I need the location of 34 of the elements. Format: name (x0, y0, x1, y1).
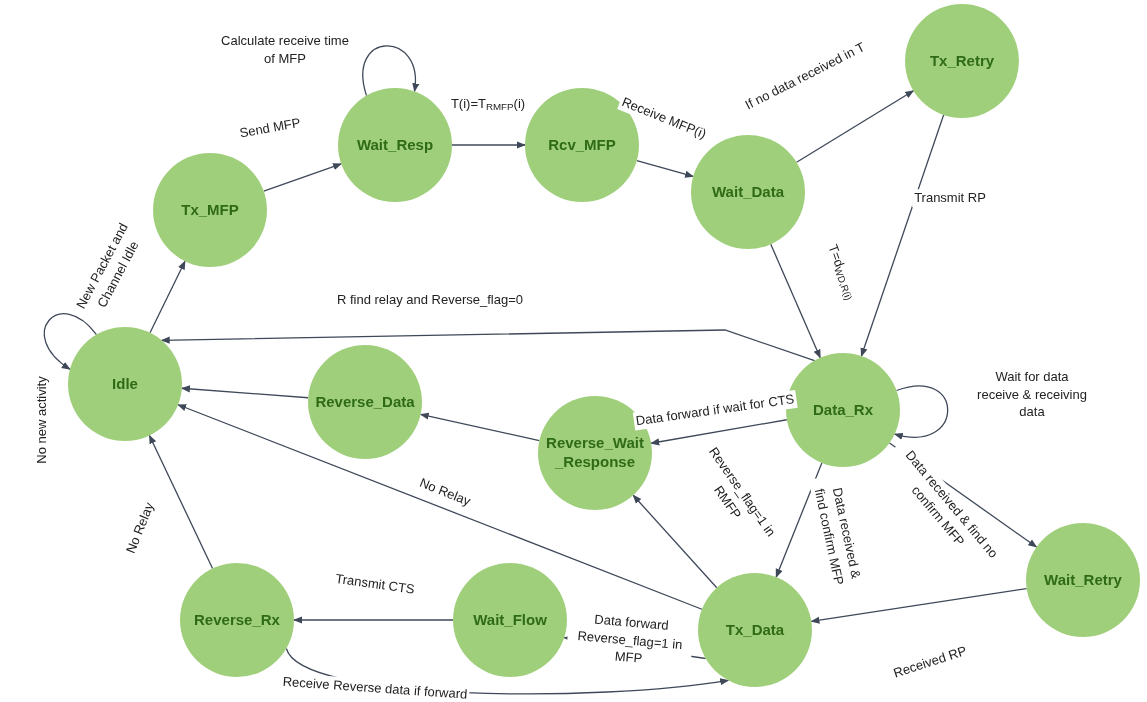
arrow (160, 329, 816, 362)
arrow (43, 313, 98, 370)
state-label: Wait_Resp (355, 135, 435, 155)
state-label: Tx_MFP (180, 200, 240, 220)
arrow (636, 159, 694, 178)
state-label: Reverse_Data (314, 392, 416, 412)
arrow (293, 616, 454, 624)
arrow (177, 404, 703, 610)
state-label: Reverse_Wait_Response (545, 434, 645, 472)
state-label: Wait_Data (711, 182, 785, 202)
edge-label: Transmit RP (912, 189, 988, 207)
arrow (775, 462, 823, 578)
state-label: Rcv_MFP (547, 135, 617, 155)
arrow (362, 45, 419, 97)
arrow (451, 141, 526, 149)
arrow (149, 260, 186, 334)
arrow (632, 494, 718, 589)
arrow (180, 385, 309, 399)
state-label: Data_Rx (811, 400, 874, 420)
state-label: Tx_Retry (928, 51, 996, 71)
arrow (263, 163, 343, 192)
state-label: Wait_Retry (1043, 570, 1123, 590)
state-label: Idle (111, 374, 139, 394)
arrow (860, 114, 945, 357)
state-label: Reverse_Rx (193, 610, 281, 630)
arrow (795, 90, 915, 163)
arrow (770, 243, 821, 359)
arrow (810, 587, 1028, 624)
state-label: Tx_Data (724, 620, 786, 640)
state-label: Wait_Flow (472, 610, 548, 630)
arrow (650, 419, 788, 446)
arrow (148, 434, 214, 570)
arrow (419, 412, 540, 442)
arrow (893, 385, 949, 440)
